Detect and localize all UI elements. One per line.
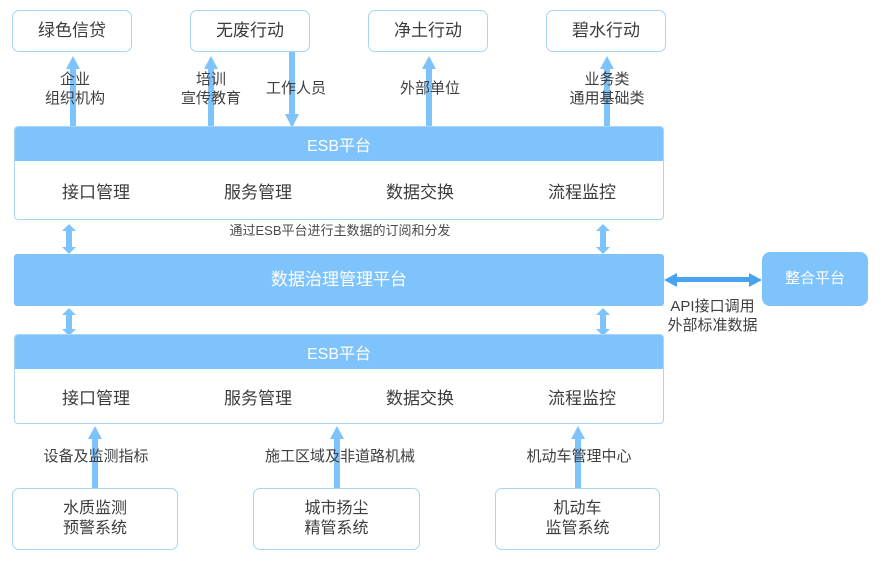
esb-top-title: ESB平台 [15, 127, 663, 161]
flow-label-training: 培训 宣传教育 [180, 71, 241, 107]
flow-label-device-metrics: 设备及监测指标 [43, 448, 149, 465]
esb-bottom-items: 接口管理 服务管理 数据交换 流程监控 [15, 369, 663, 423]
esb-top-item-data-exchange[interactable]: 数据交换 [386, 182, 454, 202]
arrow-up-training [203, 56, 219, 128]
esb-bottom-item-data-exchange[interactable]: 数据交换 [386, 388, 454, 408]
arrow-up-enterprise [65, 56, 81, 128]
esb-bottom-title: ESB平台 [15, 335, 663, 369]
flow-label-enterprise: 企业 组织机构 [44, 71, 105, 107]
integration-note: API接口调用 外部标准数据 [667, 298, 758, 334]
arrow-down-staff [284, 52, 300, 128]
arrow-up-construction-area [329, 426, 345, 490]
arrow-bidir-esb-bottom-left [60, 308, 78, 336]
bottom-system-box-1[interactable]: 水质监测 预警系统 [12, 488, 178, 550]
arrow-up-vehicle-center [570, 426, 586, 490]
flow-label-business-class: 业务类 通用基础类 [569, 71, 645, 107]
arrow-bidir-esb-top-left [60, 224, 78, 254]
esb-bottom-item-interface-management[interactable]: 接口管理 [62, 388, 130, 408]
esb-top-item-process-monitoring[interactable]: 流程监控 [548, 182, 616, 202]
arrow-up-business-class [599, 56, 615, 128]
top-system-box-1[interactable]: 绿色信贷 [12, 10, 132, 52]
flow-label-construction-area: 施工区域及非道路机械 [264, 448, 415, 465]
esb-bottom-item-process-monitoring[interactable]: 流程监控 [548, 388, 616, 408]
bottom-system-box-2[interactable]: 城市扬尘 精管系统 [253, 488, 420, 550]
esb-top-items: 接口管理 服务管理 数据交换 流程监控 [15, 161, 663, 219]
integration-platform-box[interactable]: 整合平台 [762, 252, 868, 306]
middle-note: 通过ESB平台进行主数据的订阅和分发 [229, 223, 451, 238]
arrow-bidir-integration [664, 270, 762, 290]
flow-label-vehicle-center: 机动车管理中心 [526, 448, 632, 465]
arrow-bidir-esb-bottom-right [594, 308, 612, 336]
arrow-up-external-unit [421, 56, 437, 128]
arrow-bidir-esb-top-right [594, 224, 612, 254]
esb-top-item-interface-management[interactable]: 接口管理 [62, 182, 130, 202]
esb-platform-top[interactable]: ESB平台 接口管理 服务管理 数据交换 流程监控 [14, 126, 664, 220]
top-system-box-2[interactable]: 无废行动 [190, 10, 310, 52]
core-platform-box[interactable]: 数据治理管理平台 [14, 254, 664, 306]
arrow-up-device-metrics [87, 426, 103, 490]
top-system-box-3[interactable]: 净土行动 [368, 10, 488, 52]
flow-label-external-unit: 外部单位 [399, 80, 460, 97]
esb-platform-bottom[interactable]: ESB平台 接口管理 服务管理 数据交换 流程监控 [14, 334, 664, 424]
flow-label-staff: 工作人员 [265, 80, 326, 97]
bottom-system-box-3[interactable]: 机动车 监管系统 [495, 488, 660, 550]
top-system-box-4[interactable]: 碧水行动 [546, 10, 666, 52]
esb-top-item-service-management[interactable]: 服务管理 [224, 182, 292, 202]
esb-bottom-item-service-management[interactable]: 服务管理 [224, 388, 292, 408]
